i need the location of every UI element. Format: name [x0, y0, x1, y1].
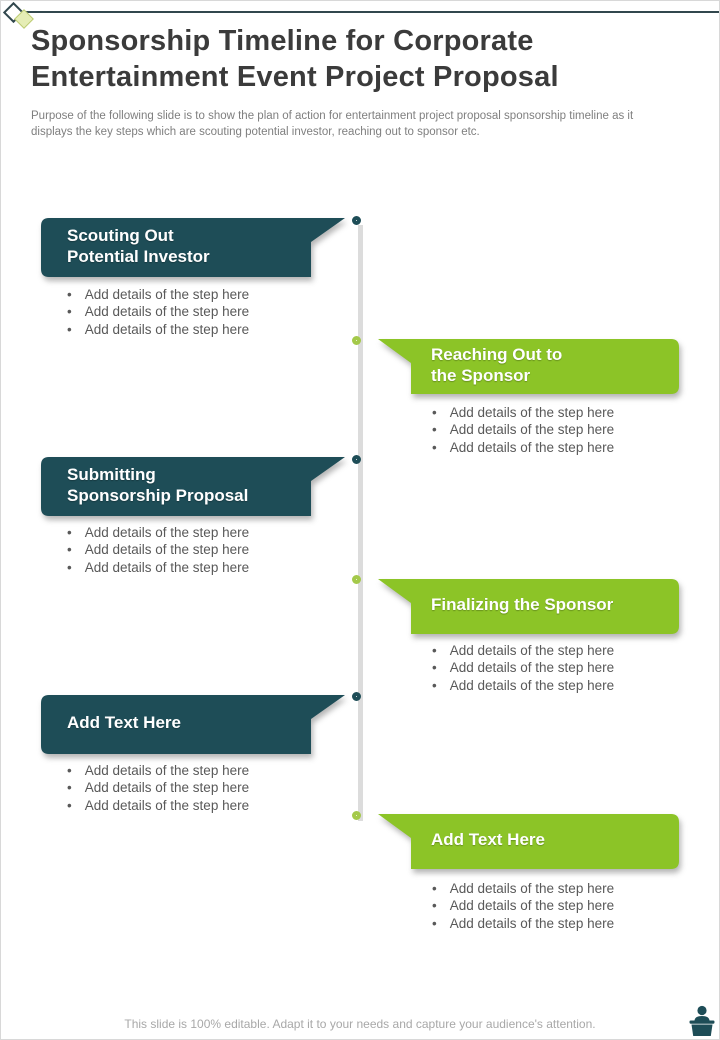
banner-shape	[41, 218, 345, 277]
bullet-item: Add details of the step here	[63, 797, 353, 814]
bullet-item: Add details of the step here	[428, 880, 718, 897]
step-title: Scouting Out Potential Investor	[67, 225, 210, 266]
step-title: Add Text Here	[67, 713, 181, 732]
step-bullets: Add details of the step here Add details…	[428, 642, 718, 694]
step-title: Finalizing the Sponsor	[431, 595, 614, 614]
step-banner-scouting: Scouting Out Potential Investor	[41, 218, 345, 277]
timeline-node-6	[352, 811, 361, 820]
bullet-item: Add details of the step here	[428, 677, 718, 694]
step-banner-finalizing: Finalizing the Sponsor	[378, 579, 679, 634]
page-subtitle: Purpose of the following slide is to sho…	[31, 110, 634, 138]
step-title: Add Text Here	[431, 830, 545, 849]
banner-shape	[378, 814, 679, 869]
step-title: Submitting Sponsorship Proposal	[67, 464, 249, 505]
banner-shape	[41, 695, 345, 754]
bullet-item: Add details of the step here	[63, 779, 353, 796]
step-title: Reaching Out to the Sponsor	[431, 344, 563, 385]
bullet-item: Add details of the step here	[428, 404, 718, 421]
banner-shape	[41, 457, 345, 516]
timeline-line	[358, 225, 363, 821]
step-bullets: Add details of the step here Add details…	[63, 524, 353, 576]
bullet-item: Add details of the step here	[428, 659, 718, 676]
bullet-item: Add details of the step here	[63, 303, 353, 320]
step-banner-reaching-out: Reaching Out to the Sponsor	[378, 339, 679, 394]
timeline-node-2	[352, 336, 361, 345]
step-banner-submitting: Submitting Sponsorship Proposal	[41, 457, 345, 516]
bullet-item: Add details of the step here	[63, 321, 353, 338]
bullet-item: Add details of the step here	[63, 286, 353, 303]
page-title: Sponsorship Timeline for Corporate Enter…	[31, 25, 559, 93]
bullet-item: Add details of the step here	[428, 915, 718, 932]
banner-shape	[378, 339, 679, 394]
step-banner-add-text-right: Add Text Here	[378, 814, 679, 869]
presenter-podium-icon	[689, 1005, 715, 1036]
step-bullets: Add details of the step here Add details…	[428, 880, 718, 932]
timeline-node-5	[352, 692, 361, 701]
bullet-item: Add details of the step here	[63, 541, 353, 558]
bullet-item: Add details of the step here	[428, 897, 718, 914]
top-rule-line	[25, 11, 719, 13]
timeline-node-3	[352, 455, 361, 464]
step-bullets: Add details of the step here Add details…	[63, 286, 353, 338]
footer-note: This slide is 100% editable. Adapt it to…	[124, 1017, 596, 1031]
timeline-node-1	[352, 216, 361, 225]
banner-shape	[378, 579, 679, 634]
step-banner-add-text-left: Add Text Here	[41, 695, 345, 754]
bullet-item: Add details of the step here	[428, 421, 718, 438]
bullet-item: Add details of the step here	[428, 642, 718, 659]
bullet-item: Add details of the step here	[428, 439, 718, 456]
bullet-item: Add details of the step here	[63, 524, 353, 541]
bullet-item: Add details of the step here	[63, 559, 353, 576]
timeline-node-4	[352, 575, 361, 584]
step-bullets: Add details of the step here Add details…	[428, 404, 718, 456]
bullet-item: Add details of the step here	[63, 762, 353, 779]
step-bullets: Add details of the step here Add details…	[63, 762, 353, 814]
